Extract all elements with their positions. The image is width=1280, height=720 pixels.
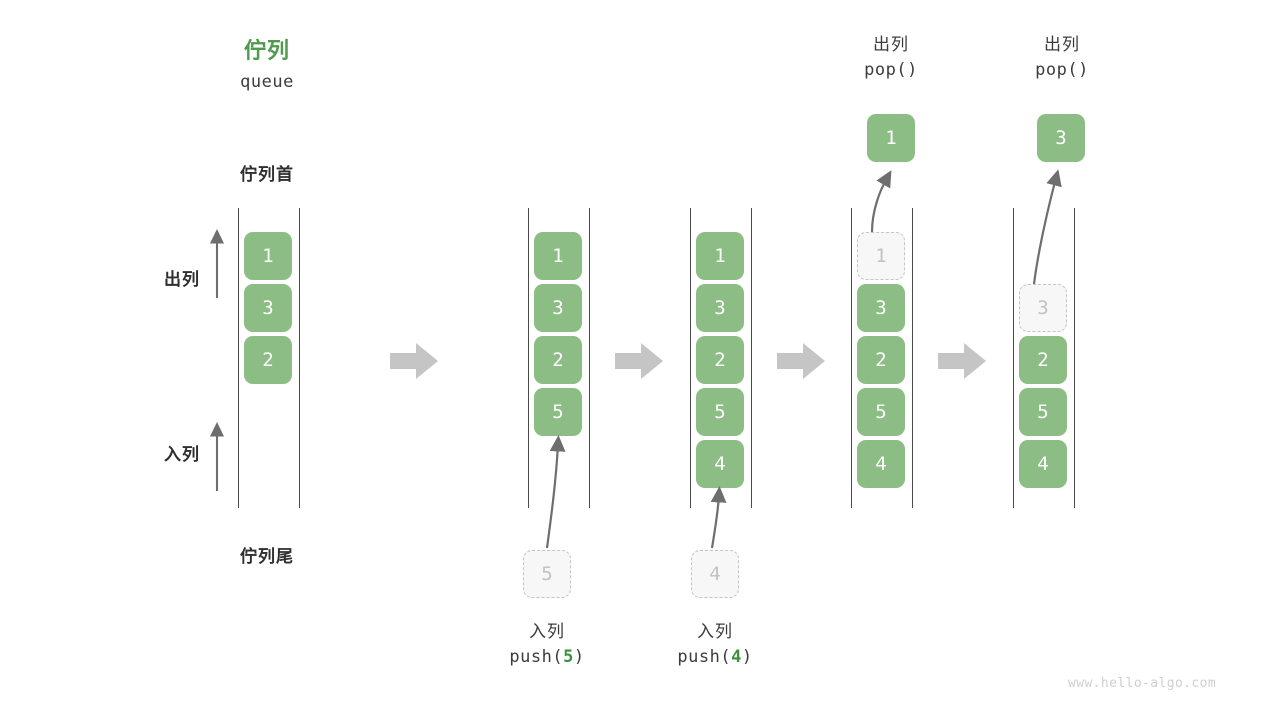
queue-cell: 4 <box>1019 440 1067 488</box>
operation-caption-code: pop() <box>983 58 1141 83</box>
queue-cell: 2 <box>1019 336 1067 384</box>
code-arg: 4 <box>731 646 742 667</box>
code-prefix: push( <box>677 646 732 667</box>
popped-ghost-cell: 1 <box>857 232 905 280</box>
dequeue-direction-arrow-icon <box>209 229 225 298</box>
code-prefix: pop( <box>864 59 908 80</box>
operation-caption-code: push(5) <box>468 645 626 670</box>
operation-caption-code: push(4) <box>636 645 794 670</box>
queue-cell-new: 4 <box>696 440 744 488</box>
queue-cell: 3 <box>696 284 744 332</box>
dequeue-direction-label: 出列 <box>164 270 200 289</box>
enqueue-direction-arrow-icon <box>209 422 225 491</box>
incoming-ghost-cell: 5 <box>523 550 571 598</box>
queue-rail-right-step-3 <box>751 208 752 508</box>
code-arg: 5 <box>563 646 574 667</box>
queue-cell: 3 <box>534 284 582 332</box>
queue-cell-new: 5 <box>534 388 582 436</box>
pop-arrow-icon <box>1032 169 1062 285</box>
code-prefix: pop( <box>1035 59 1079 80</box>
queue-cell: 2 <box>244 336 292 384</box>
operation-caption-pop-3: 出列 pop() <box>983 33 1141 82</box>
operation-caption-code: pop() <box>812 58 970 83</box>
queue-tail-label: 佇列尾 <box>240 547 294 566</box>
step-arrow-icon <box>390 343 438 379</box>
push-arrow-icon <box>710 485 727 549</box>
step-arrow-icon <box>777 343 825 379</box>
operation-caption-cn: 出列 <box>873 35 909 54</box>
queue-rail-right-step-2 <box>589 208 590 508</box>
queue-rail-left-step-5 <box>1013 208 1014 508</box>
queue-rail-left-step-4 <box>851 208 852 508</box>
queue-cell: 5 <box>1019 388 1067 436</box>
queue-cell: 2 <box>534 336 582 384</box>
code-suffix: ) <box>573 646 585 667</box>
watermark: www.hello-algo.com <box>1068 676 1217 691</box>
incoming-ghost-cell: 4 <box>691 550 739 598</box>
queue-rail-right-step-4 <box>912 208 913 508</box>
queue-cell: 3 <box>244 284 292 332</box>
operation-caption-push-4: 入列 push(4) <box>636 620 794 669</box>
queue-rail-left-step-2 <box>528 208 529 508</box>
queue-cell: 1 <box>534 232 582 280</box>
operation-caption-pop-1: 出列 pop() <box>812 33 970 82</box>
code-suffix: ) <box>907 59 918 80</box>
popped-cell: 1 <box>867 114 915 162</box>
queue-rail-right-step-1 <box>299 208 300 508</box>
queue-cell: 1 <box>244 232 292 280</box>
popped-cell: 3 <box>1037 114 1085 162</box>
code-prefix: push( <box>509 646 564 667</box>
enqueue-direction-label: 入列 <box>164 445 200 464</box>
popped-ghost-cell: 3 <box>1019 284 1067 332</box>
queue-cell: 1 <box>696 232 744 280</box>
pop-arrow-icon <box>870 170 892 233</box>
code-suffix: ) <box>741 646 753 667</box>
operation-caption-cn: 入列 <box>697 622 733 641</box>
queue-cell: 4 <box>857 440 905 488</box>
queue-cell: 2 <box>857 336 905 384</box>
operation-caption-push-5: 入列 push(5) <box>468 620 626 669</box>
operation-caption-cn: 入列 <box>529 622 565 641</box>
queue-rail-right-step-5 <box>1074 208 1075 508</box>
diagram-title-cn: 佇列 <box>243 38 290 63</box>
queue-head-label: 佇列首 <box>240 165 294 184</box>
operation-caption-cn: 出列 <box>1044 35 1080 54</box>
code-suffix: ) <box>1078 59 1089 80</box>
queue-cell: 2 <box>696 336 744 384</box>
queue-rail-left-step-1 <box>238 208 239 508</box>
diagram-title-en: queue <box>240 72 294 92</box>
queue-cell: 5 <box>857 388 905 436</box>
queue-cell: 5 <box>696 388 744 436</box>
step-arrow-icon <box>938 343 986 379</box>
queue-cell: 3 <box>857 284 905 332</box>
queue-rail-left-step-3 <box>690 208 691 508</box>
step-arrow-icon <box>615 343 663 379</box>
push-arrow-icon <box>545 434 566 549</box>
